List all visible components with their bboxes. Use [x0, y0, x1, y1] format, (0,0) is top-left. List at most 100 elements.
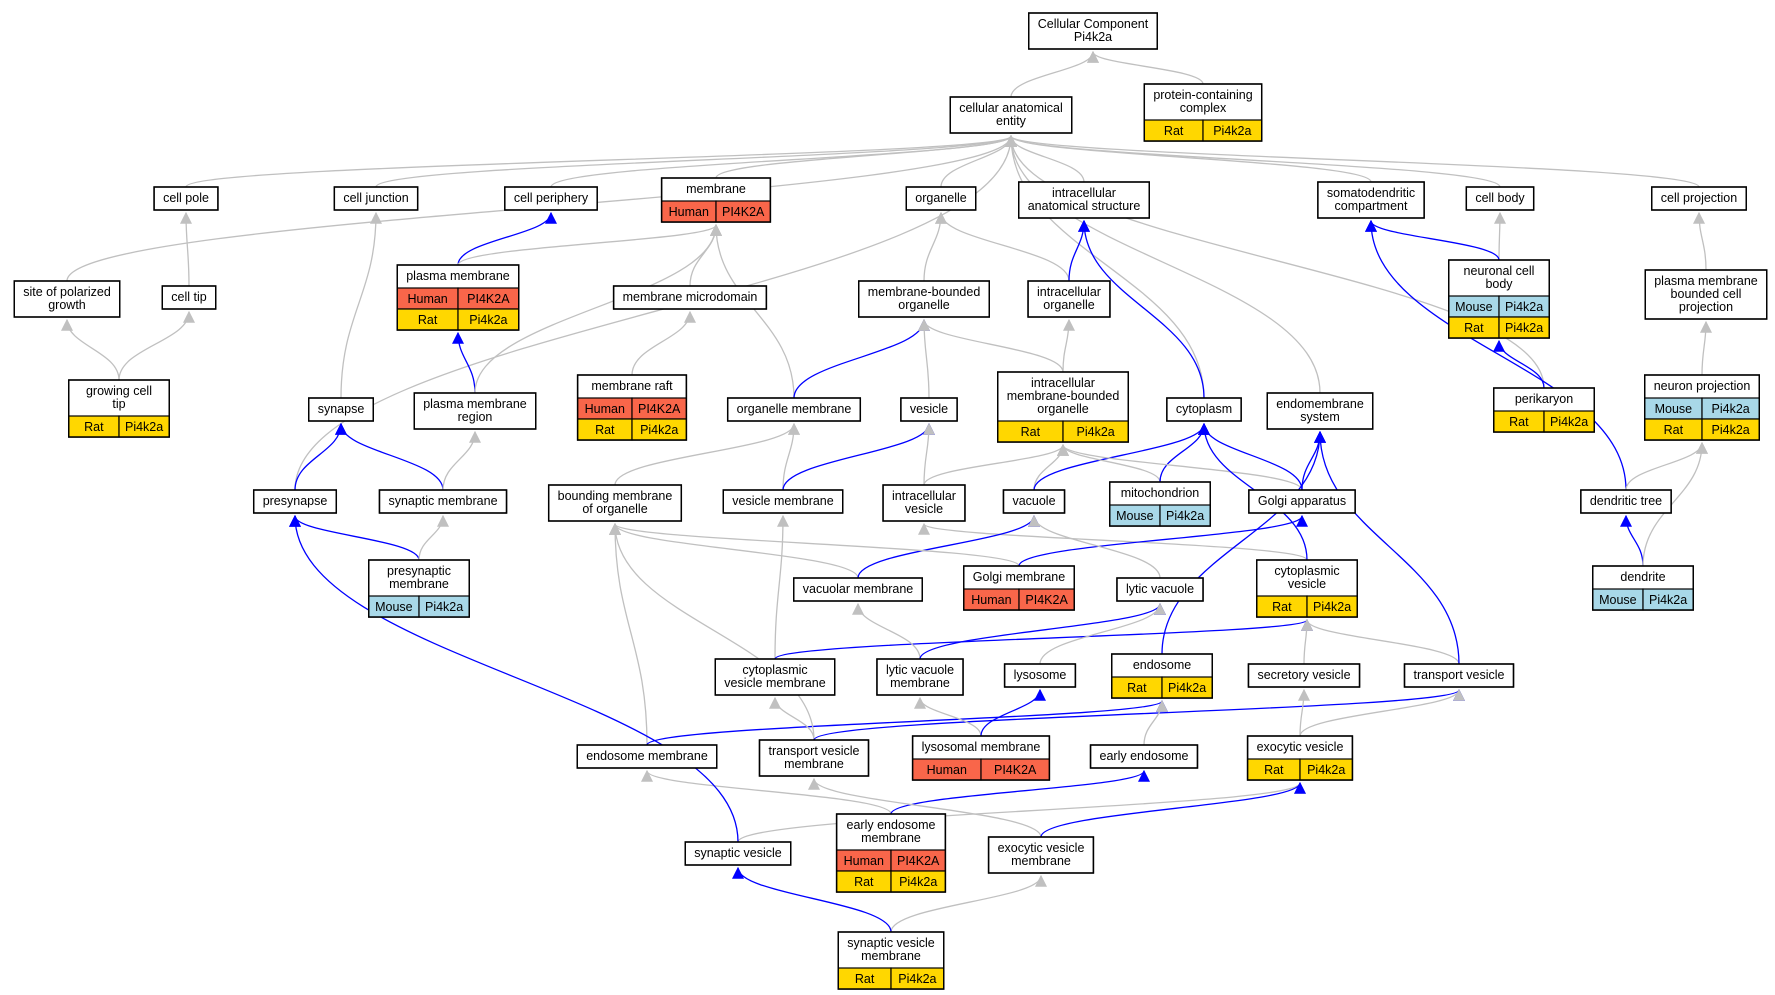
node-lysosome: lysosome [1003, 663, 1077, 688]
node-label: membrane [784, 757, 844, 771]
species-label: Mouse [1455, 300, 1493, 314]
node-outline [1266, 392, 1374, 430]
edge-part-of-transport-vesicle-to-endomembrane-system [1314, 430, 1460, 665]
node-golgi-apparatus: Golgi apparatus [1248, 489, 1356, 514]
gene-label: Pi4k2a [1712, 402, 1750, 416]
species-label: Rat [418, 313, 438, 327]
node-label: mitochondrion [1121, 486, 1200, 500]
node-label: bounding membrane [558, 489, 673, 503]
node-cytoplasm: cytoplasm [1166, 397, 1242, 422]
edge-is-a-cell-tip-to-cell-pole [180, 211, 193, 287]
edge-is-a-cell-body-to-cellular-anatomical-entity [1005, 134, 1501, 188]
node-outline [1644, 269, 1768, 320]
edge-is-a-transport-vesicle-membrane-to-bounding-membrane-of-organelle [609, 522, 815, 741]
node-outline [1465, 186, 1535, 211]
node-label: intracellular [1052, 186, 1116, 200]
node-outline [378, 489, 508, 514]
gene-label: PI4K2A [1025, 593, 1068, 607]
species-label: Human [844, 854, 884, 868]
gene-label: Pi4k2a [1213, 124, 1251, 138]
node-label: projection [1679, 300, 1733, 314]
edge-part-of-vacuole-to-cytoplasm [1033, 422, 1210, 491]
edge-part-of-exocytic-vesicle-membrane-to-exocytic-vesicle [1040, 781, 1306, 838]
node-label: system [1300, 410, 1340, 424]
node-outline [1003, 663, 1077, 688]
node-label: exocytic vesicle [1257, 740, 1344, 754]
node-outline [1317, 181, 1425, 219]
node-outline [1143, 83, 1263, 142]
node-outline [1247, 663, 1361, 688]
node-box [987, 836, 1095, 874]
node-label: vesicle membrane [732, 494, 833, 508]
node-box [876, 658, 964, 696]
edge-is-a-lytic-vacuole-to-vacuole [1028, 514, 1161, 579]
node-label: early endosome [1100, 749, 1189, 763]
species-label: Rat [1509, 415, 1529, 429]
edge-layer [61, 50, 1712, 933]
gene-label: Pi4k2a [640, 423, 678, 437]
edge-is-a-lysosome-to-lytic-vacuole [1039, 602, 1166, 665]
gene-label: Pi4k2a [1649, 593, 1687, 607]
node-label: membrane-bounded [1007, 389, 1120, 403]
edge-is-a-organelle-membrane-to-membrane [710, 223, 795, 399]
node-outline [1109, 481, 1211, 527]
node-outline [1651, 186, 1747, 211]
edge-is-a-early-endosome-to-endosome [1143, 699, 1168, 746]
node-label: Cellular Component [1038, 17, 1149, 31]
node-label: neuronal cell [1464, 264, 1535, 278]
node-label: Golgi apparatus [1258, 494, 1346, 508]
node-cell-periphery: cell periphery [504, 186, 598, 211]
node-label: cellular anatomical [959, 101, 1063, 115]
node-box [949, 96, 1073, 134]
edge-is-a-cell-periphery-to-cellular-anatomical-entity [550, 134, 1017, 188]
edge-is-a-lysosomal-membrane-to-lytic-vacuole-membrane [914, 696, 982, 737]
node-label: vesicle [1288, 577, 1326, 591]
edge-is-a-presynaptic-membrane-to-synaptic-membrane [418, 514, 449, 561]
node-outline [1246, 735, 1354, 781]
node-outline [1403, 663, 1515, 688]
edge-is-a-secretory-vesicle-to-cytoplasmic-vesicle [1300, 618, 1313, 665]
edge-part-of-perikaryon-to-neuronal-cell-body [1493, 339, 1545, 389]
node-outline [1644, 374, 1760, 441]
edge-is-a-lytic-vacuole-membrane-to-vacuolar-membrane [852, 602, 921, 660]
edge-part-of-presynaptic-membrane-to-presynapse [289, 514, 420, 561]
node-label: cytoplasmic [742, 663, 807, 677]
node-label: plasma membrane [406, 269, 510, 283]
node-outline [900, 397, 958, 422]
node-outline [1116, 577, 1204, 602]
node-outline [576, 374, 688, 441]
edge-part-of-vacuolar-membrane-to-vacuole [857, 514, 1040, 579]
node-label: endomembrane [1276, 397, 1364, 411]
species-label: Human [585, 402, 625, 416]
node-outline [997, 371, 1129, 443]
species-label: Rat [1664, 423, 1684, 437]
edge-part-of-presynapse-to-synapse [294, 422, 347, 491]
node-outline [905, 186, 977, 211]
edge-is-a-transport-vesicle-membrane-to-cytoplasmic-vesicle-membrane [769, 696, 815, 741]
species-label: Rat [1021, 425, 1041, 439]
node-label: presynaptic [387, 564, 451, 578]
node-synapse: synapse [308, 397, 374, 422]
node-layer: Cellular ComponentPi4k2aprotein-containi… [13, 12, 1768, 990]
node-label: neuron projection [1654, 379, 1751, 393]
node-label: lytic vacuole [886, 663, 954, 677]
edge-is-a-intracellular-vesicle-to-vesicle [922, 422, 935, 486]
node-cell-projection: cell projection [1651, 186, 1747, 211]
species-label: Human [927, 763, 967, 777]
edge-is-a-intracellular-membrane-bounded-organelle-to-membrane-bounded-organelle [918, 318, 1064, 373]
node-label: synaptic membrane [388, 494, 497, 508]
edge-is-a-vacuole-to-intracellular-membrane-bounded-organelle [1033, 443, 1069, 491]
edge-part-of-dendrite-to-dendritic-tree [1620, 514, 1644, 567]
node-label: organelle [1037, 402, 1088, 416]
node-label: Golgi membrane [973, 570, 1065, 584]
node-label: intracellular [1037, 285, 1101, 299]
node-outline [1248, 489, 1356, 514]
edge-part-of-transport-vesicle-membrane-to-transport-vesicle [813, 688, 1465, 741]
node-outline [684, 841, 792, 866]
